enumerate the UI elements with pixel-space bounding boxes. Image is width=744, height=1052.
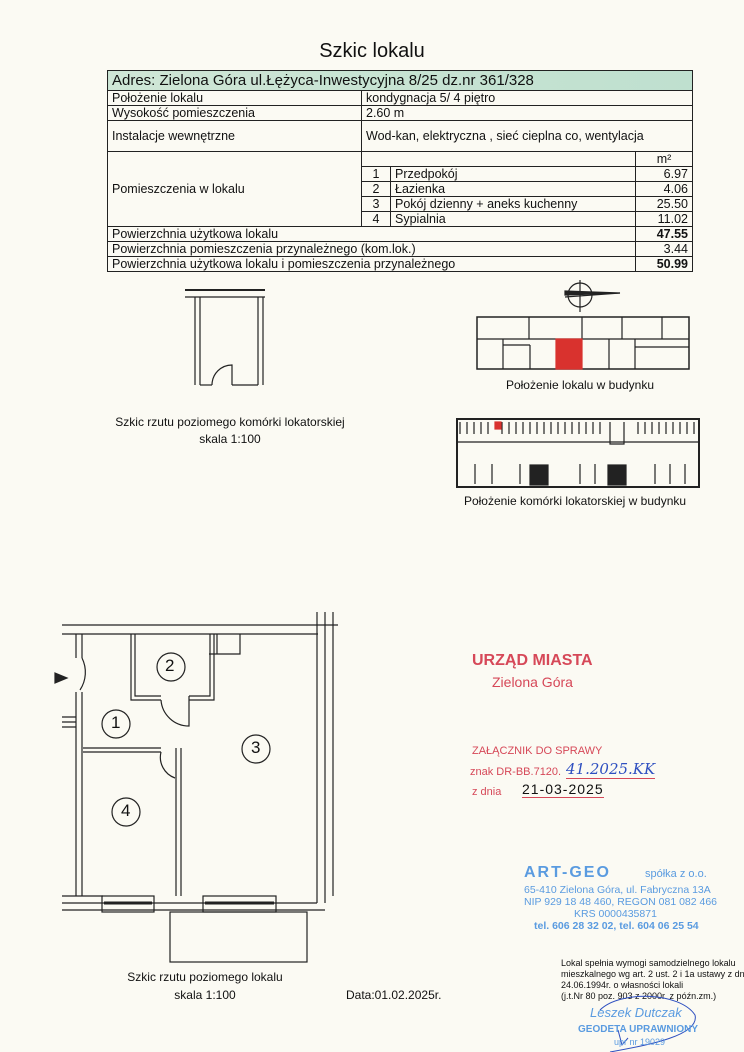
room-number: 4 [121, 801, 131, 820]
company-stamp-name: ART-GEO [524, 864, 611, 881]
info-table: Adres: Zielona Góra ul.Łężyca-Inwestycyj… [107, 70, 693, 272]
surveyor-name: Leszek Dutczak [590, 1005, 682, 1020]
city-stamp-line2: Zielona Góra [492, 674, 573, 690]
attachment-date-value: 21-03-2025 [522, 781, 604, 799]
surveyor-title: GEODETA UPRAWNIONY [578, 1024, 699, 1035]
statement-line: Lokal spełnia wymogi samodzielnego lokal… [561, 958, 736, 968]
north-arrow-icon [564, 280, 621, 312]
storage-plan-drawing [185, 289, 265, 386]
signature-scribble [599, 995, 696, 1052]
unit-label: m² [635, 151, 693, 167]
storage-plan-scale: skala 1:100 [199, 432, 261, 446]
document-date: Data:01.02.2025r. [346, 988, 442, 1002]
storage-value: 3.44 [635, 241, 693, 257]
storage-label: Powierzchnia pomieszczenia przynależnego… [107, 241, 636, 257]
attachment-stamp-line1: ZAŁĄCZNIK DO SPRAWY [472, 745, 603, 757]
page-title: Szkic lokalu [319, 40, 425, 62]
installations-label: Instalacje wewnętrzne [107, 120, 362, 152]
room-number: 2 [165, 656, 175, 675]
city-stamp-line1: URZĄD MIASTA [472, 652, 593, 669]
highlighted-unit [555, 338, 583, 370]
address-header: Adres: Zielona Góra ul.Łężyca-Inwestycyj… [107, 70, 693, 91]
attachment-date-prefix: z dnia [472, 786, 502, 798]
company-stamp-suffix: spółka z o.o. [645, 868, 707, 880]
room-number: 3 [251, 738, 261, 757]
attachment-sign-prefix: znak DR-BB.7120. [470, 766, 562, 778]
statement-line: mieszkalnego wg art. 2 ust. 2 i 1a ustaw… [561, 969, 744, 979]
surveyor-license: upr nr 19029 [614, 1037, 666, 1047]
attachment-sign-hand: 41.2025.KK [566, 760, 656, 779]
rooms-label: Pomieszczenia w lokalu [107, 151, 362, 227]
usable-label: Powierzchnia użytkowa lokalu [107, 226, 636, 242]
room-number: 1 [111, 713, 121, 732]
building-location-caption: Położenie lokalu w budynku [505, 378, 655, 392]
statement-line: 24.06.1994r. o własności lokali [561, 980, 684, 990]
storage-location-caption: Położenie komórki lokatorskiej w budynku [463, 494, 687, 508]
unit-floor-plan-drawing [54, 612, 338, 963]
entrance-arrow-icon [54, 672, 69, 684]
building-location-diagram [476, 316, 690, 370]
storage-plan-caption: Szkic rzutu poziomego komórki lokatorski… [115, 415, 345, 429]
company-stamp-address: 65-410 Zielona Góra, ul. Fabryczna 13A [524, 884, 711, 896]
storage-location-diagram [456, 418, 700, 488]
company-stamp-tel: tel. 606 28 32 02, tel. 604 06 25 54 [534, 920, 699, 932]
company-stamp-krs: KRS 0000435871 [574, 908, 657, 920]
room-number-markers [101, 652, 271, 827]
unit-plan-caption: Szkic rzutu poziomego lokalu [127, 970, 283, 984]
company-stamp-nip: NIP 929 18 48 460, REGON 081 082 466 [524, 896, 718, 908]
total-value: 50.99 [635, 256, 693, 272]
total-label: Powierzchnia użytkowa lokalu i pomieszcz… [107, 256, 636, 272]
unit-plan-scale: skala 1:100 [174, 988, 236, 1002]
highlighted-storage [494, 421, 502, 430]
